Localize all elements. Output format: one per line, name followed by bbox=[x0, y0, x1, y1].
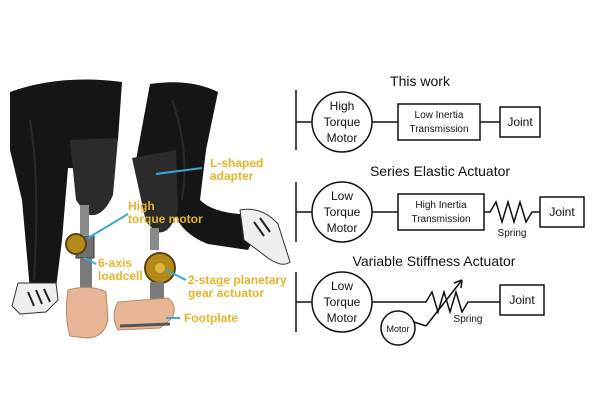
motor-line-1: High bbox=[330, 99, 355, 113]
label-6-axis-loadcell: 6-axis loadcell bbox=[98, 256, 143, 283]
left-pylon bbox=[80, 205, 89, 235]
transmission-line-2: Transmission bbox=[409, 124, 468, 135]
leader-lines bbox=[83, 167, 203, 319]
motor-line-3: Motor bbox=[327, 221, 358, 235]
panel-sea bbox=[295, 181, 585, 243]
transmission-line-1: Low Inertia bbox=[415, 110, 464, 121]
right-leg bbox=[113, 82, 291, 331]
right-pylon bbox=[150, 228, 159, 250]
title-sea: Series Elastic Actuator bbox=[370, 163, 510, 179]
small-motor-circle bbox=[380, 310, 416, 346]
leader-high-torque-motor bbox=[87, 213, 129, 239]
left-socket bbox=[70, 138, 118, 216]
left-shoe bbox=[11, 282, 59, 315]
joint-label: Joint bbox=[509, 293, 535, 307]
motor-line-1: Low bbox=[331, 189, 353, 203]
joint-box bbox=[539, 196, 585, 228]
spring-zigzag bbox=[484, 199, 540, 225]
label-high-torque-motor: High torque motor bbox=[128, 199, 203, 226]
transmission-line-2: Transmission bbox=[411, 214, 470, 225]
motor-line-2: Torque bbox=[324, 205, 361, 219]
leader-loadcell bbox=[83, 257, 97, 265]
left-shoe-stripes bbox=[27, 288, 51, 307]
motor-line-1: Low bbox=[331, 279, 353, 293]
title-this-work: This work bbox=[390, 73, 451, 89]
label-footplate: Footplate bbox=[184, 311, 238, 325]
motor-line-2: Torque bbox=[324, 115, 361, 129]
left-pants-fold bbox=[29, 119, 38, 281]
left-pants bbox=[10, 79, 122, 291]
left-ankle bbox=[80, 258, 92, 288]
spring-label: Spring bbox=[498, 228, 527, 239]
left-leg bbox=[10, 79, 122, 339]
spring-label: Spring bbox=[454, 314, 483, 325]
transmission-line-1: High Inertia bbox=[415, 200, 467, 211]
left-foot bbox=[65, 286, 109, 339]
right-shoe-stripes bbox=[253, 217, 271, 237]
title-vsa: Variable Stiffness Actuator bbox=[353, 253, 516, 269]
motor-line-3: Motor bbox=[327, 131, 358, 145]
motor-line-2: Torque bbox=[324, 295, 361, 309]
joint-label: Joint bbox=[507, 115, 533, 129]
right-socket bbox=[132, 150, 178, 233]
small-motor-label: Motor bbox=[386, 324, 409, 334]
right-motor-hub bbox=[155, 263, 165, 273]
right-pants bbox=[136, 82, 262, 250]
motor-line-3: Motor bbox=[327, 311, 358, 325]
joint-box bbox=[499, 106, 541, 138]
right-footplate bbox=[119, 322, 171, 328]
panel-this-work bbox=[295, 90, 541, 153]
leader-l-adapter bbox=[155, 167, 203, 175]
right-shoe bbox=[239, 208, 291, 265]
label-l-shaped-adapter: L-shaped adapter bbox=[210, 156, 264, 183]
panel-vsa bbox=[295, 271, 545, 346]
left-motor bbox=[65, 233, 87, 255]
spring-zigzag bbox=[420, 289, 500, 315]
right-pants-fold bbox=[171, 99, 186, 201]
leader-planetary bbox=[165, 269, 187, 281]
variable-arrowhead bbox=[453, 279, 463, 289]
joint-label: Joint bbox=[549, 205, 575, 219]
motor-to-spring-link bbox=[413, 321, 427, 327]
label-planetary-gear-actuator: 2-stage planetary gear actuator bbox=[188, 273, 287, 300]
joint-box bbox=[499, 284, 545, 316]
variable-arrow bbox=[425, 279, 463, 327]
right-ankle bbox=[150, 282, 164, 300]
